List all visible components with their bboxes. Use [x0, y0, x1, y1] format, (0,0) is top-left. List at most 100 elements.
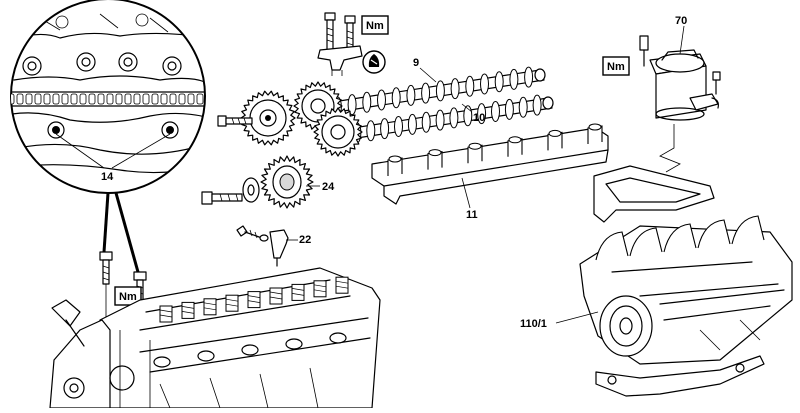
callout-10: 10: [473, 112, 485, 124]
carrier-post-bore: [588, 123, 602, 131]
chain-link: [206, 94, 212, 104]
camshaft-bearing-carrier: [371, 123, 609, 205]
chain-link: [61, 93, 69, 105]
carrier-post-bore: [548, 129, 562, 137]
cam-lobe: [435, 109, 445, 131]
intake-runner: [663, 223, 697, 253]
callout-11: 11: [466, 209, 478, 221]
callout-14: 14: [101, 171, 114, 183]
oil-lubricate-icon: [362, 50, 386, 74]
chain-link: [178, 93, 186, 105]
torque-badge-top: [361, 15, 389, 35]
chain-link: [11, 93, 15, 105]
oil-dipstick-handle: [51, 299, 81, 327]
cam-lobe: [450, 78, 460, 100]
cylinder-head: [99, 267, 381, 409]
chain-link: [43, 93, 51, 105]
callout-110-1: 110/1: [520, 318, 547, 330]
callout-22: 22: [299, 234, 311, 246]
intake-gasket: [593, 165, 715, 223]
chain-link: [25, 93, 33, 105]
valve-spring: [203, 298, 217, 316]
valve-spring: [291, 283, 305, 301]
cam-lobe: [380, 118, 390, 140]
torque-badge-right: [602, 56, 630, 76]
chain-link: [34, 93, 42, 105]
cam-lobe: [518, 96, 528, 118]
manifold-bracket: [595, 355, 765, 397]
valve-spring: [159, 305, 173, 323]
cam-lobe: [421, 111, 431, 133]
valve-spring: [181, 301, 195, 319]
callout-70: 70: [675, 15, 687, 27]
valve-spring: [335, 276, 349, 294]
chain-link: [97, 93, 105, 105]
cam-lobe: [406, 84, 416, 106]
head-bolt-bosses: [153, 332, 347, 368]
carrier-post-bore: [388, 155, 402, 163]
chain-link: [151, 93, 159, 105]
cam-lobe: [532, 94, 542, 116]
cam-lobe: [394, 116, 403, 137]
cam-lobe: [477, 103, 487, 125]
chain-link: [106, 93, 114, 105]
cam-lobe: [347, 94, 357, 116]
sprocket-bolt-upper: [217, 115, 253, 127]
cam-lobe: [435, 80, 445, 102]
chain-link: [142, 93, 150, 105]
camshaft-intake: [319, 66, 546, 118]
carrier-post-bore: [508, 136, 522, 144]
intake-runner: [731, 215, 765, 245]
carrier-post-bore: [468, 142, 482, 150]
torque-badge-left: [114, 286, 142, 306]
chain-link: [16, 93, 24, 105]
cam-lobe: [504, 98, 514, 120]
cam-lobe: [421, 82, 431, 104]
chain-link: [196, 93, 204, 105]
intermediate-gear: [260, 155, 314, 209]
chain-link: [133, 93, 141, 105]
front-timing-cover: [49, 299, 135, 409]
cam-lobe: [449, 107, 459, 129]
intake-runner: [629, 227, 663, 257]
camshaft-sprocket-intake: [240, 90, 296, 146]
cam-lobe: [366, 120, 376, 142]
svg-text:Nm: Nm: [366, 20, 384, 32]
cam-lobe: [377, 89, 386, 111]
chain-link: [160, 93, 168, 105]
detail-magnifier: 14: [10, 0, 212, 273]
cam-lobe: [491, 101, 500, 122]
callout-9: 9: [413, 57, 419, 69]
bolt-left-1: [99, 251, 113, 285]
valve-spring: [269, 287, 283, 305]
chain-link: [88, 93, 96, 105]
timing-chain: [11, 91, 212, 107]
chain-link: [187, 93, 195, 105]
chain-link: [115, 93, 123, 105]
vacuum-pump-70: [639, 35, 721, 121]
cam-lobe: [480, 73, 489, 95]
cam-lobe: [407, 113, 417, 135]
camshaft-sensor: 22: [236, 225, 311, 267]
valve-spring: [313, 280, 327, 298]
cam-bearing-bores: [22, 52, 182, 76]
intake-runner: [697, 219, 731, 249]
chain-link: [79, 93, 87, 105]
valve-spring: [247, 291, 261, 309]
carrier-post-bore: [428, 149, 442, 157]
callout-24: 24: [322, 181, 335, 193]
cam-lobe: [494, 71, 504, 93]
cam-lobe: [463, 105, 473, 127]
supercharger-manifold-110-1: [579, 215, 793, 365]
chain-link: [169, 93, 177, 105]
bearing-cap-bolts: [317, 12, 363, 76]
cam-lobe: [465, 75, 475, 97]
gear-bolt-24: [201, 177, 260, 205]
chain-link: [52, 93, 60, 105]
chain-link: [70, 93, 78, 105]
cam-lobe: [362, 91, 372, 113]
valve-spring: [225, 294, 239, 312]
camshaft-sprocket-lower: [313, 107, 363, 157]
cam-lobe: [524, 66, 534, 88]
